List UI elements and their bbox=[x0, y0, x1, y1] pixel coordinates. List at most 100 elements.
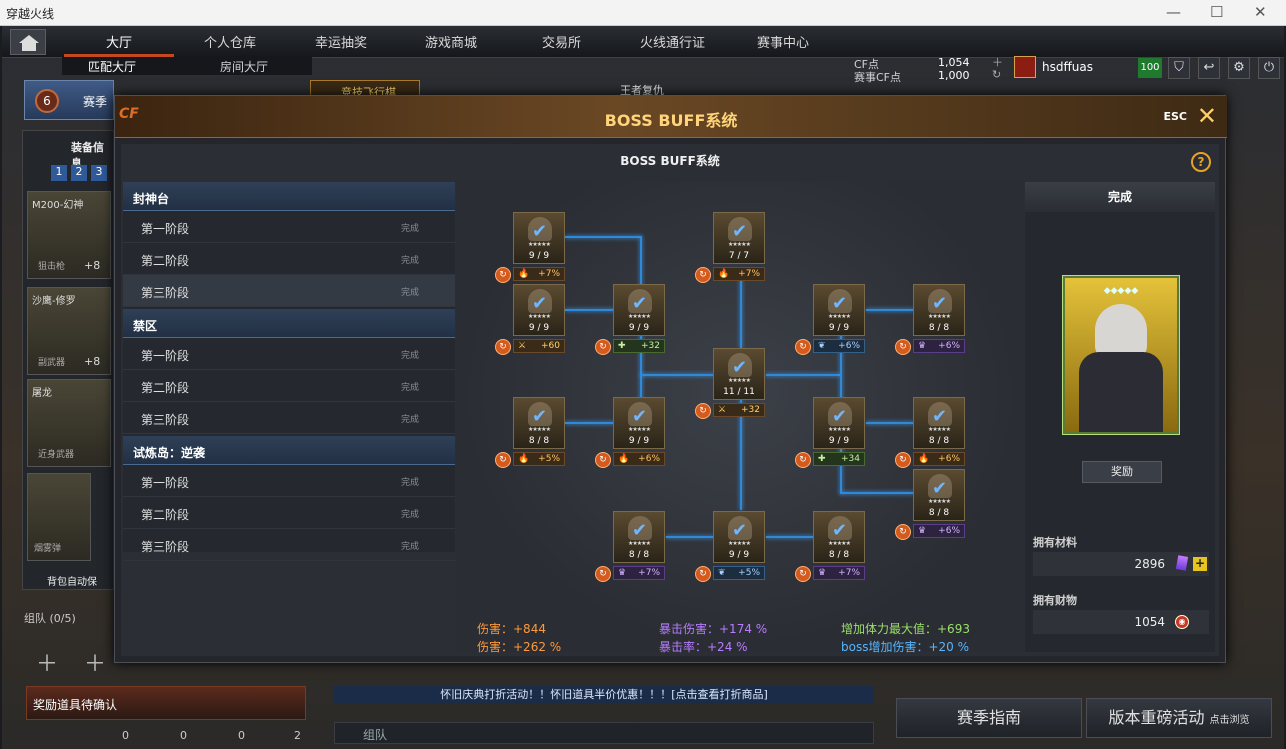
notice-banner[interactable]: 怀旧庆典打折活动！！怀旧道具半价优惠！！！[点击查看打折商品] bbox=[334, 686, 874, 704]
weapon-slot-primary[interactable]: M200-幻神 狙击枪 +8 bbox=[27, 191, 111, 279]
upgrade-orb-icon[interactable]: ↻ bbox=[495, 267, 511, 283]
slot-tab-3[interactable]: 3 bbox=[91, 165, 107, 181]
upgrade-orb-icon[interactable]: ↻ bbox=[695, 566, 711, 582]
grenade-slot[interactable]: 烟雾弹 bbox=[27, 473, 91, 561]
group-header[interactable]: 禁区 bbox=[123, 309, 455, 338]
add-teammate-icon-2[interactable]: ＋ bbox=[84, 652, 107, 677]
close-window-icon[interactable]: ✕ bbox=[1254, 3, 1267, 21]
sub-tab-room[interactable]: 房间大厅 bbox=[220, 60, 269, 74]
tree-link bbox=[766, 536, 814, 538]
nav-tab-pass[interactable]: 火线通行证 bbox=[640, 36, 706, 51]
purple-buff-icon: ♛ bbox=[618, 568, 627, 578]
upgrade-orb-icon[interactable]: ↻ bbox=[695, 403, 711, 419]
buff-node[interactable]: ✔★★★★★9 / 9 bbox=[813, 284, 865, 336]
season-guide-button[interactable]: 赛季指南 bbox=[896, 698, 1082, 738]
auto-save-label[interactable]: 背包自动保 bbox=[47, 577, 97, 588]
stage-item[interactable]: 第一阶段完成 bbox=[123, 211, 455, 243]
add-teammate-icon[interactable]: ＋ bbox=[36, 652, 59, 677]
buff-node[interactable]: ✔★★★★★8 / 8 bbox=[913, 469, 965, 521]
group-header[interactable]: 封神台 bbox=[123, 182, 455, 211]
slot-tab-1[interactable]: 1 bbox=[51, 165, 67, 181]
nav-tab-shop[interactable]: 游戏商城 bbox=[425, 36, 478, 51]
check-icon: ✔ bbox=[532, 406, 548, 427]
buff-value: +60 bbox=[541, 341, 560, 351]
slot-tab-2[interactable]: 2 bbox=[71, 165, 87, 181]
user-info[interactable]: hsdffuas bbox=[1014, 56, 1124, 80]
refresh-icon[interactable]: ↻ bbox=[992, 68, 1002, 81]
upgrade-orb-icon[interactable]: ↻ bbox=[495, 452, 511, 468]
buff-node[interactable]: ✔★★★★★8 / 8 bbox=[913, 397, 965, 449]
weapon-slot-secondary[interactable]: 沙鹰-修罗 副武器 +8 bbox=[27, 287, 111, 375]
tree-link bbox=[640, 334, 642, 426]
buff-node[interactable]: ✔★★★★★9 / 9 bbox=[513, 212, 565, 264]
nav-tab-lottery[interactable]: 幸运抽奖 bbox=[315, 36, 368, 51]
stage-item[interactable]: 第三阶段完成 bbox=[123, 529, 455, 561]
season-banner[interactable]: 6 赛季 bbox=[24, 80, 114, 120]
buff-node[interactable]: ✔★★★★★11 / 11 bbox=[713, 348, 765, 400]
back-icon[interactable]: ↩ bbox=[1198, 57, 1220, 79]
buff-node[interactable]: ✔★★★★★9 / 9 bbox=[513, 284, 565, 336]
tree-link bbox=[866, 422, 914, 424]
node-count: 9 / 9 bbox=[828, 436, 850, 446]
buff-value-tag: ♛+6% bbox=[913, 524, 965, 538]
upgrade-orb-icon[interactable]: ↻ bbox=[695, 267, 711, 283]
nav-tab-warehouse[interactable]: 个人仓库 bbox=[204, 36, 257, 51]
green-buff-icon: ✚ bbox=[618, 341, 626, 351]
upgrade-orb-icon[interactable]: ↻ bbox=[595, 452, 611, 468]
buff-node[interactable]: ✔★★★★★8 / 8 bbox=[613, 511, 665, 563]
upgrade-orb-icon[interactable]: ↻ bbox=[795, 566, 811, 582]
upgrade-orb-icon[interactable]: ↻ bbox=[495, 339, 511, 355]
shield-icon[interactable]: ⛉ bbox=[1168, 57, 1190, 79]
gear-icon[interactable]: ⚙ bbox=[1228, 57, 1250, 79]
close-icon[interactable]: ✕ bbox=[1196, 102, 1217, 130]
blade-buff-icon: ⚔ bbox=[518, 341, 527, 351]
cf-logo-icon: CF bbox=[119, 106, 139, 122]
stage-label: 第三阶段 bbox=[141, 286, 190, 300]
chat-channel[interactable]: 组队 bbox=[363, 728, 388, 742]
help-icon[interactable]: ? bbox=[1191, 152, 1211, 172]
buff-node[interactable]: ✔★★★★★9 / 9 bbox=[813, 397, 865, 449]
buff-node[interactable]: ✔★★★★★8 / 8 bbox=[513, 397, 565, 449]
buff-node[interactable]: ✔★★★★★7 / 7 bbox=[713, 212, 765, 264]
stage-item[interactable]: 第二阶段完成 bbox=[123, 370, 455, 402]
stage-item-selected[interactable]: 第三阶段完成 bbox=[123, 275, 455, 307]
upgrade-orb-icon[interactable]: ↻ bbox=[595, 566, 611, 582]
version-event-button[interactable]: 版本重磅活动 点击浏览 bbox=[1086, 698, 1272, 738]
buff-node[interactable]: ✔★★★★★9 / 9 bbox=[613, 397, 665, 449]
reward-pending-bar[interactable]: 奖励道具待确认 bbox=[26, 686, 306, 720]
add-material-icon[interactable]: + bbox=[1193, 556, 1207, 571]
stage-item[interactable]: 第二阶段完成 bbox=[123, 243, 455, 275]
power-icon[interactable]: ⏻ bbox=[1258, 57, 1280, 79]
buff-node[interactable]: ✔★★★★★9 / 9 bbox=[713, 511, 765, 563]
weapon-slot-melee[interactable]: 屠龙 近身武器 bbox=[27, 379, 111, 467]
nav-tab-lobby[interactable]: 大厅 bbox=[106, 36, 133, 51]
upgrade-orb-icon[interactable]: ↻ bbox=[895, 524, 911, 540]
stage-item[interactable]: 第一阶段完成 bbox=[123, 338, 455, 370]
add-cf-icon[interactable]: ＋ bbox=[992, 56, 1003, 69]
reward-button[interactable]: 奖励 bbox=[1082, 461, 1162, 483]
stage-item[interactable]: 第一阶段完成 bbox=[123, 465, 455, 497]
nav-tab-events[interactable]: 赛事中心 bbox=[757, 36, 810, 51]
purple-buff-icon: ♛ bbox=[918, 526, 927, 536]
minimize-icon[interactable]: — bbox=[1166, 3, 1181, 21]
upgrade-orb-icon[interactable]: ↻ bbox=[795, 339, 811, 355]
node-count: 8 / 8 bbox=[528, 436, 550, 446]
stage-item[interactable]: 第三阶段完成 bbox=[123, 402, 455, 434]
nav-tab-exchange[interactable]: 交易所 bbox=[542, 36, 582, 51]
upgrade-orb-icon[interactable]: ↻ bbox=[795, 452, 811, 468]
home-icon[interactable] bbox=[10, 29, 46, 55]
buff-node[interactable]: ✔★★★★★8 / 8 bbox=[913, 284, 965, 336]
stage-item[interactable]: 第二阶段完成 bbox=[123, 497, 455, 529]
group-header[interactable]: 试炼岛：逆袭 bbox=[123, 436, 455, 465]
upgrade-orb-icon[interactable]: ↻ bbox=[895, 452, 911, 468]
tree-link bbox=[565, 309, 615, 311]
buff-node[interactable]: ✔★★★★★9 / 9 bbox=[613, 284, 665, 336]
check-icon: ✔ bbox=[532, 221, 548, 242]
buff-node[interactable]: ✔★★★★★8 / 8 bbox=[813, 511, 865, 563]
sub-tab-match[interactable]: 匹配大厅 bbox=[88, 60, 137, 74]
upgrade-orb-icon[interactable]: ↻ bbox=[895, 339, 911, 355]
upgrade-orb-icon[interactable]: ↻ bbox=[595, 339, 611, 355]
check-icon: ✔ bbox=[932, 406, 948, 427]
chat-bar[interactable]: 组队 bbox=[334, 722, 874, 744]
maximize-icon[interactable]: ☐ bbox=[1210, 3, 1224, 21]
